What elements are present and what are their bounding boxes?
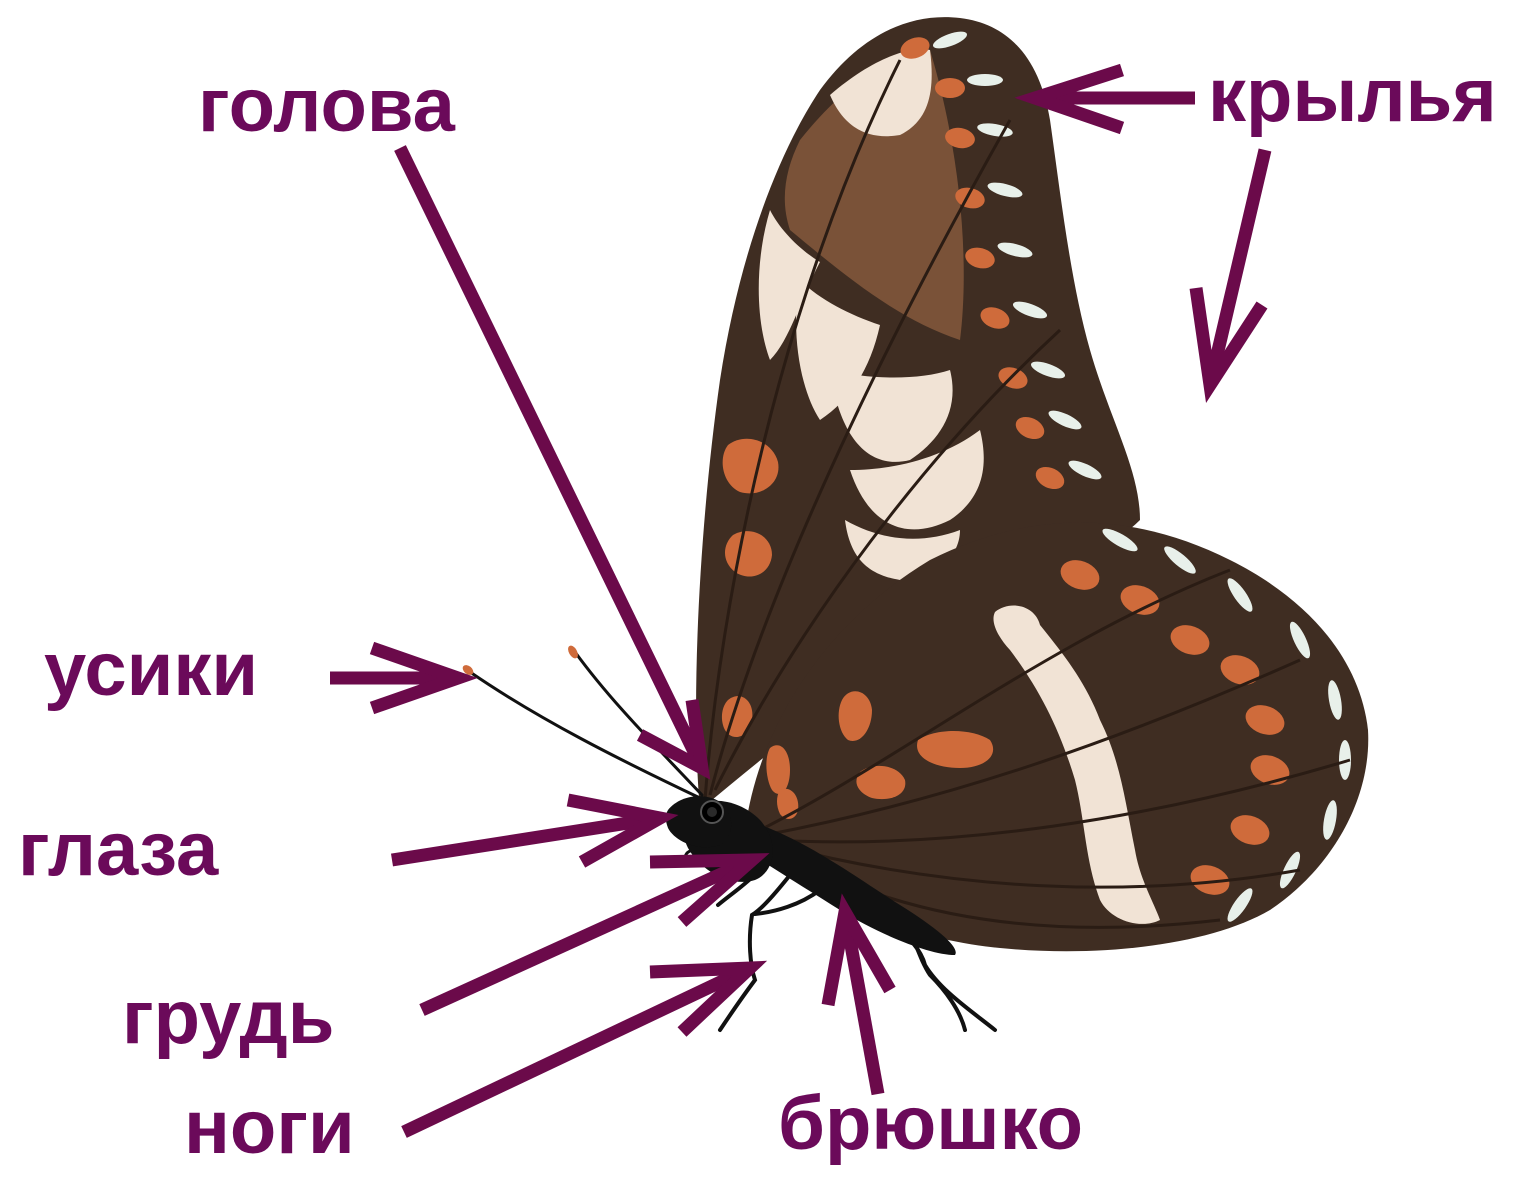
wing-edge-mark bbox=[967, 74, 1003, 86]
wing-edge-mark bbox=[935, 78, 965, 98]
label-thorax: грудь bbox=[122, 980, 334, 1056]
head-shape bbox=[666, 796, 732, 847]
label-antennae: усики bbox=[44, 632, 258, 708]
eye-highlight bbox=[707, 807, 717, 817]
arrow-antennae bbox=[330, 648, 458, 708]
arrow-wings-top bbox=[1035, 70, 1195, 128]
leg-2 bbox=[720, 875, 790, 1030]
label-wings: крылья bbox=[1208, 58, 1497, 134]
label-eyes: глаза bbox=[18, 812, 218, 888]
label-legs: ноги bbox=[184, 1090, 355, 1166]
arrow-abdomen bbox=[828, 912, 890, 1094]
arrow-eyes bbox=[392, 800, 660, 862]
label-head: голова bbox=[198, 68, 455, 144]
arrow-wings-side bbox=[1196, 150, 1265, 385]
label-abdomen: брюшко bbox=[778, 1086, 1083, 1162]
